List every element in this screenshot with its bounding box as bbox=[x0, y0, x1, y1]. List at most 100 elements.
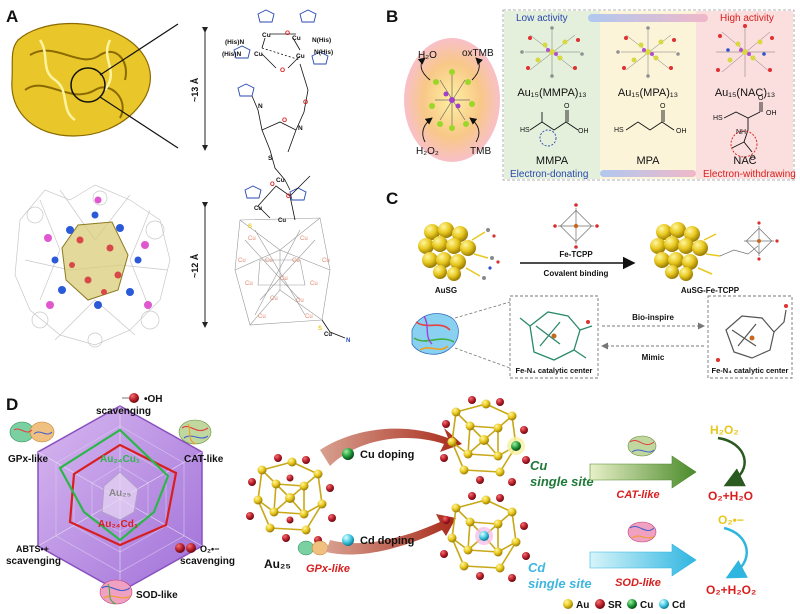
label-o2-superoxide: O₂•− bbox=[718, 513, 744, 527]
svg-text:O: O bbox=[286, 194, 291, 200]
panel-label-d: D bbox=[6, 395, 18, 414]
svg-text:Cu: Cu bbox=[296, 53, 305, 60]
svg-text:N: N bbox=[298, 125, 303, 132]
gpx-enzyme-icon bbox=[10, 422, 54, 442]
label-fe-tcpp: Fe-TCPP bbox=[559, 250, 593, 259]
label-mimic: Mimic bbox=[642, 353, 665, 362]
svg-text:O: O bbox=[270, 182, 275, 188]
cu-cluster-3d-image bbox=[15, 185, 170, 347]
label-au25: Au₂₅ bbox=[264, 557, 291, 571]
svg-text:Cu: Cu bbox=[280, 276, 288, 282]
label-o2-scavenging: scavenging bbox=[180, 556, 235, 567]
enzyme-ribbon-image bbox=[412, 314, 458, 355]
ligand-name-mpa: MPA bbox=[636, 155, 660, 167]
legend-cu-icon bbox=[627, 599, 637, 609]
svg-text:Cu: Cu bbox=[254, 206, 262, 212]
label-oh: •OH bbox=[144, 394, 163, 405]
svg-text:Cu: Cu bbox=[245, 281, 253, 287]
atom-legend: Au SR Cu Cd bbox=[563, 599, 685, 611]
mmpa-o: O bbox=[564, 103, 570, 110]
au25-cluster-image bbox=[246, 454, 336, 544]
cat-enzyme-icon bbox=[179, 420, 211, 444]
label-ausg: AuSG bbox=[435, 286, 457, 295]
panel-b: B H₂O oxTMB H₂O₂ TMB Low activity High a… bbox=[386, 7, 796, 180]
label-fe-n4-left: Fe-N₄ catalytic center bbox=[516, 366, 593, 375]
svg-text:Cu: Cu bbox=[300, 236, 308, 242]
label-electron-withdrawing: Electron-withdrawing bbox=[703, 169, 796, 180]
svg-text:Cu: Cu bbox=[238, 258, 246, 264]
label-sod-like: SOD-like bbox=[136, 590, 178, 601]
legend-sr-icon bbox=[595, 599, 605, 609]
panel-a: A ~13 Å ~12 Å bbox=[6, 7, 350, 347]
svg-text:(His)N: (His)N bbox=[225, 39, 244, 46]
svg-text:Cu: Cu bbox=[296, 298, 304, 304]
label-abts-scavenging: scavenging bbox=[6, 556, 61, 567]
label-gpx-like-red: GPx-like bbox=[306, 563, 350, 575]
zoom-line-c-top bbox=[455, 302, 510, 318]
svg-text:Cu: Cu bbox=[324, 332, 332, 338]
svg-text:O: O bbox=[285, 30, 290, 37]
dimension-label-bottom: ~12 Å bbox=[190, 253, 200, 278]
svg-text:Cu: Cu bbox=[278, 218, 286, 224]
label-electron-donating: Electron-donating bbox=[510, 169, 588, 180]
panel-label-b: B bbox=[386, 7, 398, 26]
svg-text:N(His): N(His) bbox=[314, 49, 333, 56]
svg-text:S: S bbox=[248, 224, 252, 230]
legend-sr: SR bbox=[608, 600, 623, 611]
ligand-name-mmpa: MMPA bbox=[536, 155, 569, 167]
mpa-o: O bbox=[660, 103, 666, 110]
fe-tcpp-molecule-image bbox=[553, 203, 599, 249]
svg-text:Cu: Cu bbox=[254, 51, 263, 58]
svg-text:Cu: Cu bbox=[265, 258, 273, 264]
cluster-name-mpa: Au₁₅(MPA)₁₃ bbox=[618, 87, 678, 99]
arrow-sod-like bbox=[590, 544, 696, 576]
dimension-label-top: ~13 Å bbox=[190, 77, 200, 102]
label-oh-scavenging: scavenging bbox=[96, 406, 151, 417]
mpa-sh: HS bbox=[614, 127, 624, 134]
label-abts: ABTS•+ bbox=[16, 544, 49, 554]
label-cd-doping: Cd doping bbox=[360, 535, 414, 547]
panel-d: D Au₂₄Cu₁ Au₂₅ Au₂₄Cd₁ •OH scavenging bbox=[6, 393, 756, 611]
radar-chart bbox=[38, 406, 202, 592]
zoom-line-c-bottom bbox=[455, 348, 510, 368]
sod-enzyme-icon-small bbox=[628, 522, 656, 542]
mmpa-sh: HS bbox=[520, 127, 530, 134]
cu-cluster-wireframe: CuCuCu CuCuCu CuCuCu CuCuCu Cu Cu O O Cu… bbox=[235, 176, 350, 344]
svg-text:S: S bbox=[318, 326, 322, 332]
nac-oh: OH bbox=[766, 110, 777, 117]
label-low-activity: Low activity bbox=[516, 13, 568, 24]
label-cu-single-site-2: single site bbox=[530, 474, 594, 489]
heme-left-image bbox=[520, 312, 592, 360]
gpx-enzyme-icon-small bbox=[298, 541, 328, 555]
cluster-name-nac: Au₁₅(NAC)₁₃ bbox=[715, 87, 775, 99]
svg-text:Cu: Cu bbox=[292, 35, 301, 42]
panel-label-a: A bbox=[6, 7, 18, 26]
radar-label-au24cd1: Au₂₄Cd₁ bbox=[98, 519, 138, 530]
activity-band bbox=[588, 14, 708, 22]
label-tmb: TMB bbox=[470, 146, 491, 157]
label-ausg-fe-tcpp: AuSG-Fe-TCPP bbox=[681, 286, 740, 295]
svg-text:O: O bbox=[280, 67, 285, 74]
label-o2-superoxide-radar: O₂•− bbox=[200, 544, 219, 554]
svg-text:Cu: Cu bbox=[276, 177, 285, 184]
radar-label-au25: Au₂₅ bbox=[109, 488, 132, 499]
radar-label-au24cu1: Au₂₄Cu₁ bbox=[100, 454, 140, 465]
electron-band bbox=[600, 170, 696, 177]
legend-au-icon bbox=[563, 599, 573, 609]
arrow-cat-like bbox=[590, 456, 696, 488]
panel-c: C AuSG Fe-TCPP Covalent binding bbox=[386, 189, 792, 378]
au24cd1-cluster-image bbox=[440, 492, 530, 582]
ausg-fe-tcpp-image bbox=[650, 221, 779, 281]
svg-text:Cu: Cu bbox=[322, 258, 330, 264]
label-fe-n4-right: Fe-N₄ catalytic center bbox=[712, 366, 789, 375]
label-oxtmb: oxTMB bbox=[462, 48, 494, 59]
svg-text:(His)N: (His)N bbox=[222, 51, 241, 58]
copper-active-site-diagram: Cu O Cu Cu Cu O (His)N (His)N N(His) N(H… bbox=[222, 10, 333, 200]
label-cu-single-site-1: Cu bbox=[530, 458, 547, 473]
nac-nh: NH bbox=[736, 129, 746, 136]
au24cu1-cluster-image bbox=[440, 396, 530, 486]
cd-dopant-icon bbox=[342, 534, 354, 546]
nac-sh: HS bbox=[713, 115, 723, 122]
label-covalent-binding: Covalent binding bbox=[544, 269, 609, 278]
